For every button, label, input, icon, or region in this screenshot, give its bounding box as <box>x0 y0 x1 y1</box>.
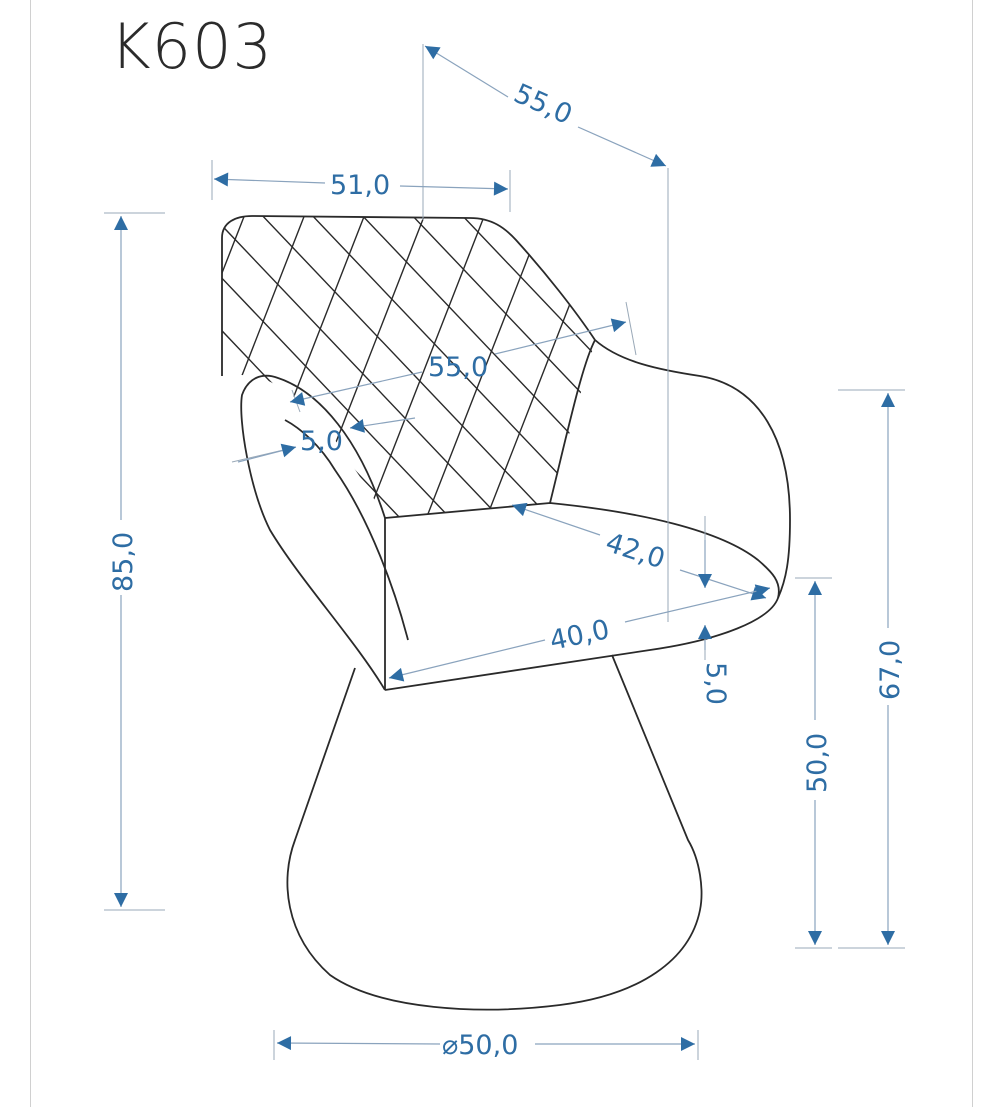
pedestal-base <box>286 654 703 1011</box>
seat-depth-arrow-start <box>511 502 601 536</box>
left-armrest <box>240 374 386 691</box>
base-diameter-arrow-left <box>276 1036 441 1051</box>
label-total-depth: 55,0 <box>509 78 577 131</box>
seat-width-arrow-left <box>289 371 423 406</box>
left-armrest-inner <box>284 419 409 641</box>
label-seat-depth: 42,0 <box>602 527 669 575</box>
seat-front-arrow-left <box>388 639 546 682</box>
seat-width-arrow-right <box>494 318 627 355</box>
depth-arrow-end <box>577 126 667 167</box>
label-total-height: 85,0 <box>108 532 139 592</box>
cushion-arrow-right <box>349 417 416 433</box>
seat-front <box>384 597 779 691</box>
frame-left-line <box>30 0 31 1107</box>
cushion-arrow-left <box>237 443 297 463</box>
product-title: K603 <box>110 10 273 83</box>
extension-lines <box>104 44 905 1060</box>
label-cushion-thickness: 5,0 <box>300 426 343 457</box>
label-base-diameter: ⌀50,0 <box>442 1030 518 1061</box>
label-armrest-height: 67,0 <box>875 640 906 700</box>
seat-front-arrow-right <box>624 584 771 623</box>
width-arrow-start <box>213 172 326 187</box>
label-total-width: 51,0 <box>330 170 390 201</box>
label-seat-height: 50,0 <box>802 733 833 793</box>
right-armrest-inner <box>549 339 596 504</box>
right-armrest <box>594 339 791 599</box>
width-arrow-end <box>399 181 509 196</box>
label-seat-width: 55,0 <box>428 352 488 383</box>
dimension-lines <box>114 45 895 1051</box>
chair-backrest <box>221 215 596 376</box>
frame-right-line <box>972 0 973 1107</box>
label-seat-thickness: 5,0 <box>700 662 731 705</box>
seat-depth-arrow-end <box>679 569 767 601</box>
depth-arrow-start <box>424 45 509 98</box>
seat-top <box>384 502 780 599</box>
label-seat-front-width: 40,0 <box>547 614 612 657</box>
